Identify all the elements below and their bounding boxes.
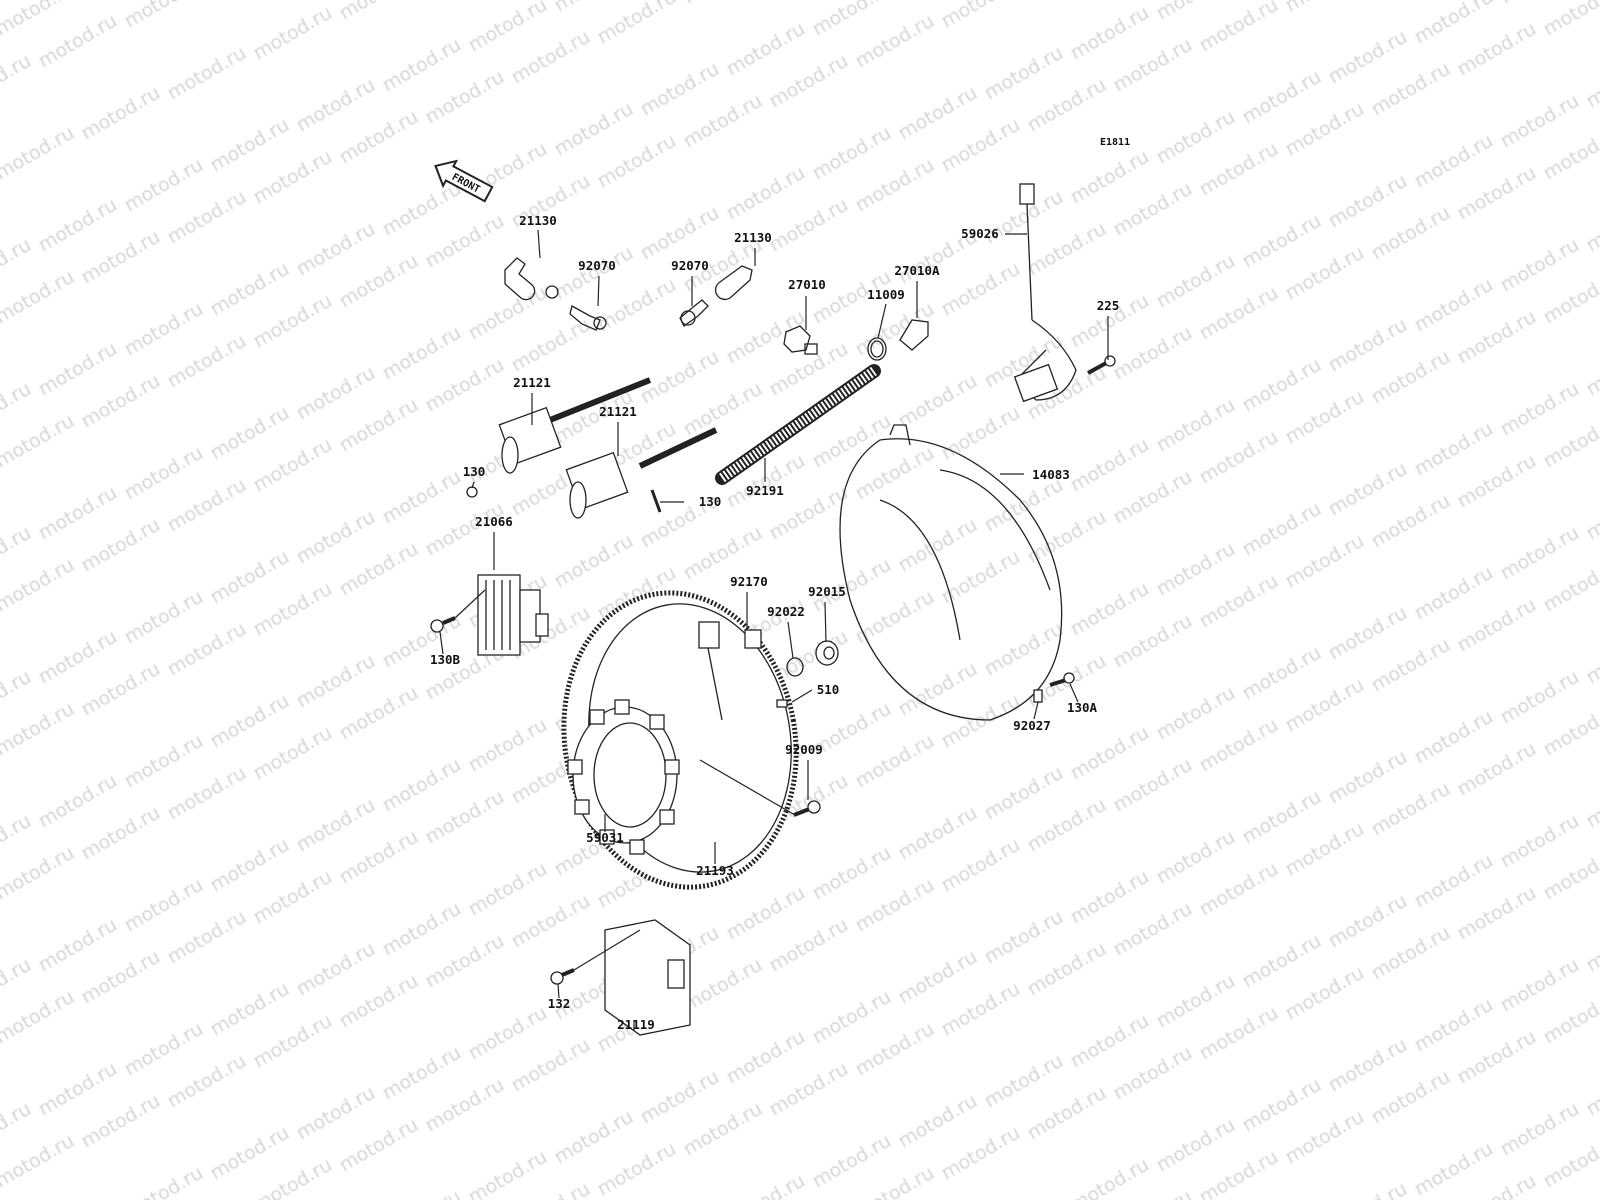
part-number-label: 510 — [817, 682, 840, 697]
leader-line — [1069, 683, 1079, 703]
part-number-label: 11009 — [867, 287, 905, 302]
screw-part — [650, 489, 662, 513]
part-number-label: 59031 — [586, 830, 624, 845]
plug-cap-part — [504, 257, 559, 301]
screw-part — [466, 486, 478, 498]
part-number-label: 130A — [1067, 700, 1098, 715]
leader-line — [471, 481, 475, 489]
generator-cover-part — [839, 424, 1063, 721]
part-labels: E1811 21130 92070 92070 21130 27010 11009 27010… — [430, 137, 1130, 1032]
part-number-label: 92070 — [671, 258, 709, 273]
bolt-part — [550, 929, 641, 985]
part-number-label: 92170 — [730, 574, 768, 589]
spark-plug-part — [569, 305, 607, 331]
leader-lines — [439, 229, 1109, 1030]
part-number-label: 21119 — [617, 1017, 655, 1032]
bolt-part — [430, 589, 486, 633]
parts-drawings: FRONT — [430, 159, 1116, 1036]
part-number-label: 130 — [463, 464, 486, 479]
stator-part — [567, 699, 680, 855]
part-number-label: 92022 — [767, 604, 805, 619]
sensor-part — [783, 325, 818, 355]
leader-line — [877, 303, 887, 339]
switch-part — [899, 319, 929, 351]
part-number-label: 225 — [1097, 298, 1120, 313]
part-number-label: 21193 — [696, 863, 734, 878]
connector-part — [698, 621, 723, 721]
part-number-label: 132 — [548, 996, 571, 1011]
part-number-label: 92015 — [808, 584, 846, 599]
part-number-label: 92009 — [785, 742, 823, 757]
collar-part — [1033, 689, 1043, 703]
ignition-coil-part — [565, 427, 718, 519]
spark-plug-part — [679, 299, 709, 327]
part-number-label: 130B — [430, 652, 461, 667]
part-number-label: 21130 — [519, 213, 557, 228]
leader-line — [439, 631, 444, 655]
front-arrow-icon: FRONT — [434, 159, 494, 203]
part-number-label: 92070 — [578, 258, 616, 273]
protector-tube-part — [715, 364, 881, 485]
part-number-label: 92027 — [1013, 718, 1051, 733]
part-number-label: 21121 — [599, 404, 637, 419]
part-number-label: 21066 — [475, 514, 513, 529]
part-number-label: 27010A — [894, 263, 940, 278]
bolt-part — [1049, 672, 1075, 687]
leader-line — [1033, 701, 1039, 720]
part-number-label: 21121 — [513, 375, 551, 390]
part-number-label: 27010 — [788, 277, 826, 292]
diagram-code: E1811 — [1100, 137, 1130, 148]
leader-line — [597, 275, 600, 307]
key-part — [776, 699, 788, 708]
part-number-label: 92191 — [746, 483, 784, 498]
leader-line — [537, 229, 541, 259]
bolt-part — [1087, 355, 1116, 375]
nut-part — [815, 640, 839, 666]
bolt-part — [699, 759, 821, 817]
leader-line — [787, 621, 794, 659]
igniter-part — [604, 919, 691, 1036]
leader-line — [557, 983, 560, 999]
plug-cap-part — [714, 265, 753, 301]
part-number-label: 14083 — [1032, 467, 1070, 482]
regulator-rectifier-part — [477, 574, 549, 656]
washer-part — [786, 657, 804, 677]
part-number-label: 59026 — [961, 226, 999, 241]
leader-line — [791, 689, 813, 703]
ignition-coil-part — [498, 377, 652, 474]
sensor-harness-part — [1013, 183, 1077, 403]
part-number-label: 130 — [699, 494, 722, 509]
leader-line — [824, 601, 827, 643]
grommet-part — [744, 629, 762, 649]
o-ring-part — [867, 337, 887, 361]
part-number-label: 21130 — [734, 230, 772, 245]
